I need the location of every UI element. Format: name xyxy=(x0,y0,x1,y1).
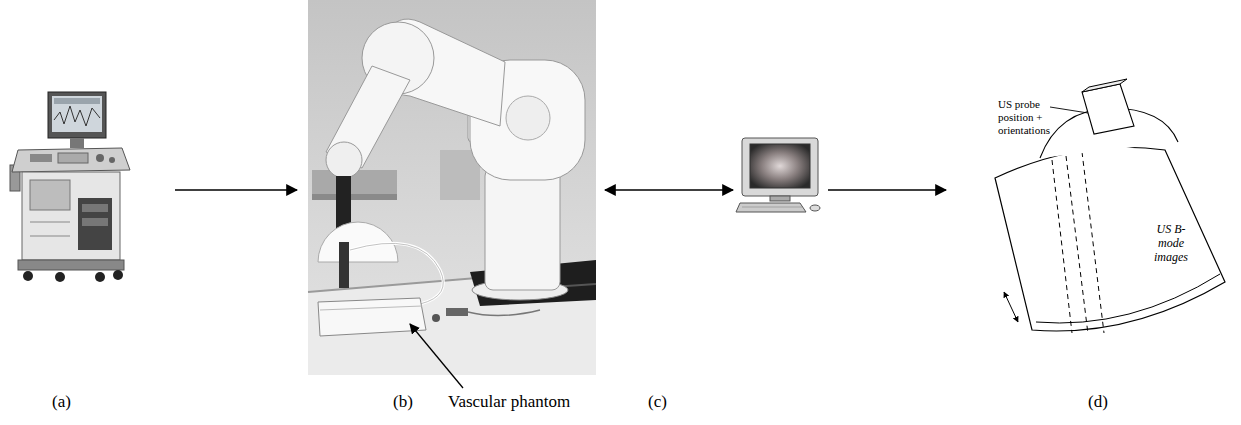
ultrasound-scanner xyxy=(58,153,88,163)
ultrasound-scanner xyxy=(30,180,70,210)
panel-caption: (d) xyxy=(1088,392,1108,412)
ultrasound-scanner xyxy=(30,154,52,162)
ultrasound-scanner xyxy=(113,270,123,280)
computer-icon xyxy=(750,144,810,188)
ultrasound-scanner xyxy=(30,222,70,223)
computer-icon xyxy=(736,138,820,212)
image-panel: (a) xyxy=(5,85,170,285)
ultrasound-scanner xyxy=(54,98,100,104)
computer-icon xyxy=(810,205,820,211)
robot-photo xyxy=(468,310,540,316)
robot-photo xyxy=(339,242,349,288)
image-panel: (b) xyxy=(300,0,600,378)
bmode-fan xyxy=(995,147,1225,331)
bmode-fan xyxy=(1066,156,1088,334)
robot-photo xyxy=(312,194,397,200)
probe-label: US probe position + orientations xyxy=(998,98,1066,137)
ultrasound-scanner xyxy=(30,236,70,237)
robot-photo xyxy=(308,0,596,375)
robot-photo xyxy=(485,168,560,290)
flow-arrow xyxy=(175,189,297,191)
robot-photo xyxy=(446,308,468,316)
robot-photo xyxy=(326,142,362,178)
ultrasound-scanner xyxy=(78,198,112,250)
computer-icon xyxy=(736,203,806,212)
robot-photo xyxy=(350,243,443,304)
ultrasound-scanner xyxy=(22,172,120,260)
bmode-fan xyxy=(995,79,1225,334)
ultrasound-scanner xyxy=(55,272,65,282)
panel-caption: (b) xyxy=(393,392,413,412)
ultrasound-scanner xyxy=(12,148,130,172)
ultrasound-scanner xyxy=(52,96,102,132)
bmode-fan xyxy=(1082,84,1134,134)
ultrasound-scanner xyxy=(95,272,105,282)
bmode-fan xyxy=(1050,107,1088,113)
panel-caption: (a) xyxy=(52,392,71,412)
ultrasound-scanner xyxy=(54,106,100,126)
image-label: US B-mode images xyxy=(1145,222,1197,264)
flow-arrow xyxy=(828,189,946,191)
leader-arrow xyxy=(410,324,463,388)
ultrasound-scanner xyxy=(48,92,106,138)
image-panel: (c) xyxy=(738,135,823,215)
bmode-fan xyxy=(1052,160,1072,333)
leader-arrow xyxy=(410,324,463,388)
ultrasound-scanner xyxy=(82,204,108,212)
bmode-fan xyxy=(1036,274,1220,323)
ultrasound-scanner xyxy=(18,260,124,270)
ultrasound-scanner xyxy=(96,154,104,162)
ultrasound-scanner xyxy=(23,271,33,281)
bmode-fan xyxy=(1082,152,1104,333)
robot-photo xyxy=(308,0,596,375)
ultrasound-scanner xyxy=(10,92,130,282)
bmode-fan xyxy=(1082,79,1127,92)
panel-caption: (c) xyxy=(648,392,667,412)
robot-photo xyxy=(320,306,422,310)
robot-photo xyxy=(350,243,443,304)
ultrasound-scanner xyxy=(109,157,115,163)
computer-icon xyxy=(742,207,802,208)
ultrasound-scanner xyxy=(70,138,84,148)
image-panel: (d) xyxy=(950,60,1235,340)
robot-photo xyxy=(318,298,426,336)
robot-photo xyxy=(432,314,440,322)
computer-icon xyxy=(742,138,818,196)
flow-arrow xyxy=(605,189,733,191)
bmode-fan xyxy=(1004,292,1018,322)
callout-label: Vascular phantom xyxy=(448,392,570,412)
ultrasound-scanner xyxy=(82,218,108,226)
robot-photo xyxy=(506,96,550,140)
computer-icon xyxy=(770,196,790,201)
